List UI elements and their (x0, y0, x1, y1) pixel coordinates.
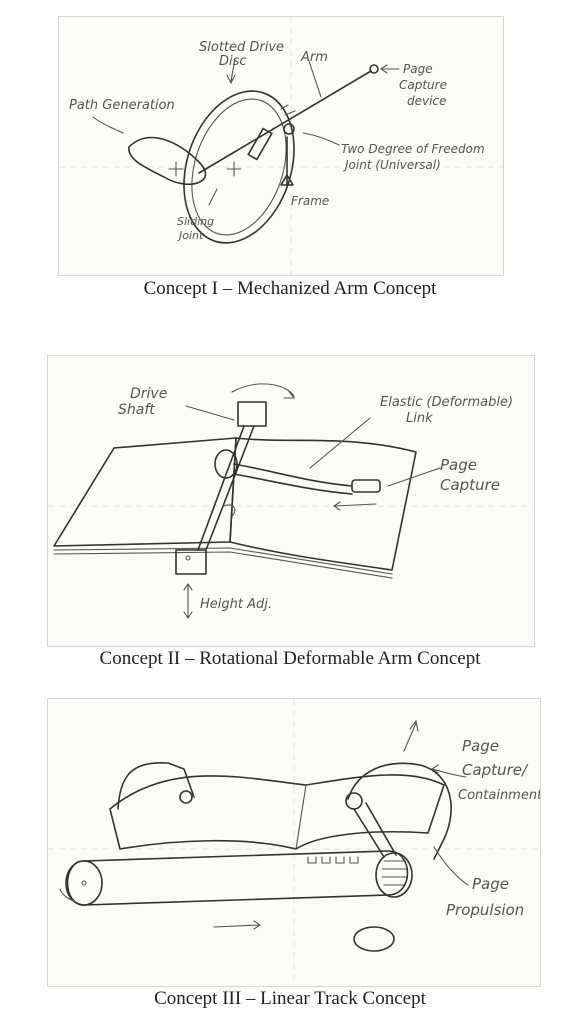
page-capture-pad (352, 480, 380, 492)
label-frame: Frame (291, 194, 329, 208)
linear-track (68, 851, 408, 905)
page-capture-device (370, 65, 378, 73)
concept1-drawing: Slotted Drive Disc Arm Page Capture devi… (59, 17, 503, 275)
label-two-degree-of-freedom: Two Degree of Freedom (341, 142, 485, 156)
concept2-caption: Concept II – Rotational Deformable Arm C… (0, 648, 580, 670)
label-link: Link (406, 411, 433, 426)
label-capture: Capture (440, 476, 500, 494)
sliding-joint (248, 129, 272, 160)
label-propulsion: Propulsion (446, 901, 524, 919)
drive-shaft (198, 426, 244, 550)
label-height-adj: Height Adj. (200, 597, 272, 612)
elastic-link (234, 464, 352, 486)
concept3-caption: Concept III – Linear Track Concept (0, 988, 580, 1010)
label-joint-universal: Joint (Universal) (343, 158, 441, 172)
label-drive: Drive (130, 386, 167, 402)
drive-motor (238, 402, 266, 426)
direction-arrow (214, 921, 260, 929)
track-wheel-right (376, 853, 412, 897)
label-page-2: Page (472, 875, 509, 893)
book (110, 775, 444, 849)
label-device: device (407, 94, 446, 108)
rotation-arrow (232, 384, 294, 398)
label-page: Page (440, 456, 477, 474)
label-page: Page (403, 62, 433, 76)
propulsion-disc (354, 927, 394, 951)
label-elastic-deformable: Elastic (Deformable) (380, 395, 513, 410)
concept3-sketch: Page Capture/ Containment Page Propulsio… (47, 698, 541, 987)
path-generation-curve (129, 138, 206, 185)
label-path-generation: Path Generation (69, 98, 175, 113)
label-arm: Arm (300, 50, 328, 65)
height-arrow (184, 584, 192, 618)
height-adjust-block (176, 550, 206, 574)
concept1-sketch: Slotted Drive Disc Arm Page Capture devi… (58, 16, 504, 276)
label-containment: Containment (458, 788, 540, 803)
concept2-drawing: Drive Shaft Elastic (Deformable) Link Pa… (48, 356, 534, 646)
concept3-drawing: Page Capture/ Containment Page Propulsio… (48, 699, 540, 986)
label-capture: Capture (399, 78, 447, 92)
book-left-page (54, 438, 236, 546)
label-joint: Joint (177, 229, 204, 242)
label-shaft: Shaft (118, 402, 155, 418)
label-page: Page (462, 737, 499, 755)
label-capture: Capture/ (462, 761, 529, 779)
concept2-sketch: Drive Shaft Elastic (Deformable) Link Pa… (47, 355, 535, 647)
label-slotted-drive: Slotted Drive (199, 40, 284, 55)
label-disc: Disc (219, 54, 247, 69)
label-sliding: Sliding (177, 215, 214, 228)
track-wheel-left (66, 861, 102, 905)
concept1-caption: Concept I – Mechanized Arm Concept (0, 278, 580, 300)
